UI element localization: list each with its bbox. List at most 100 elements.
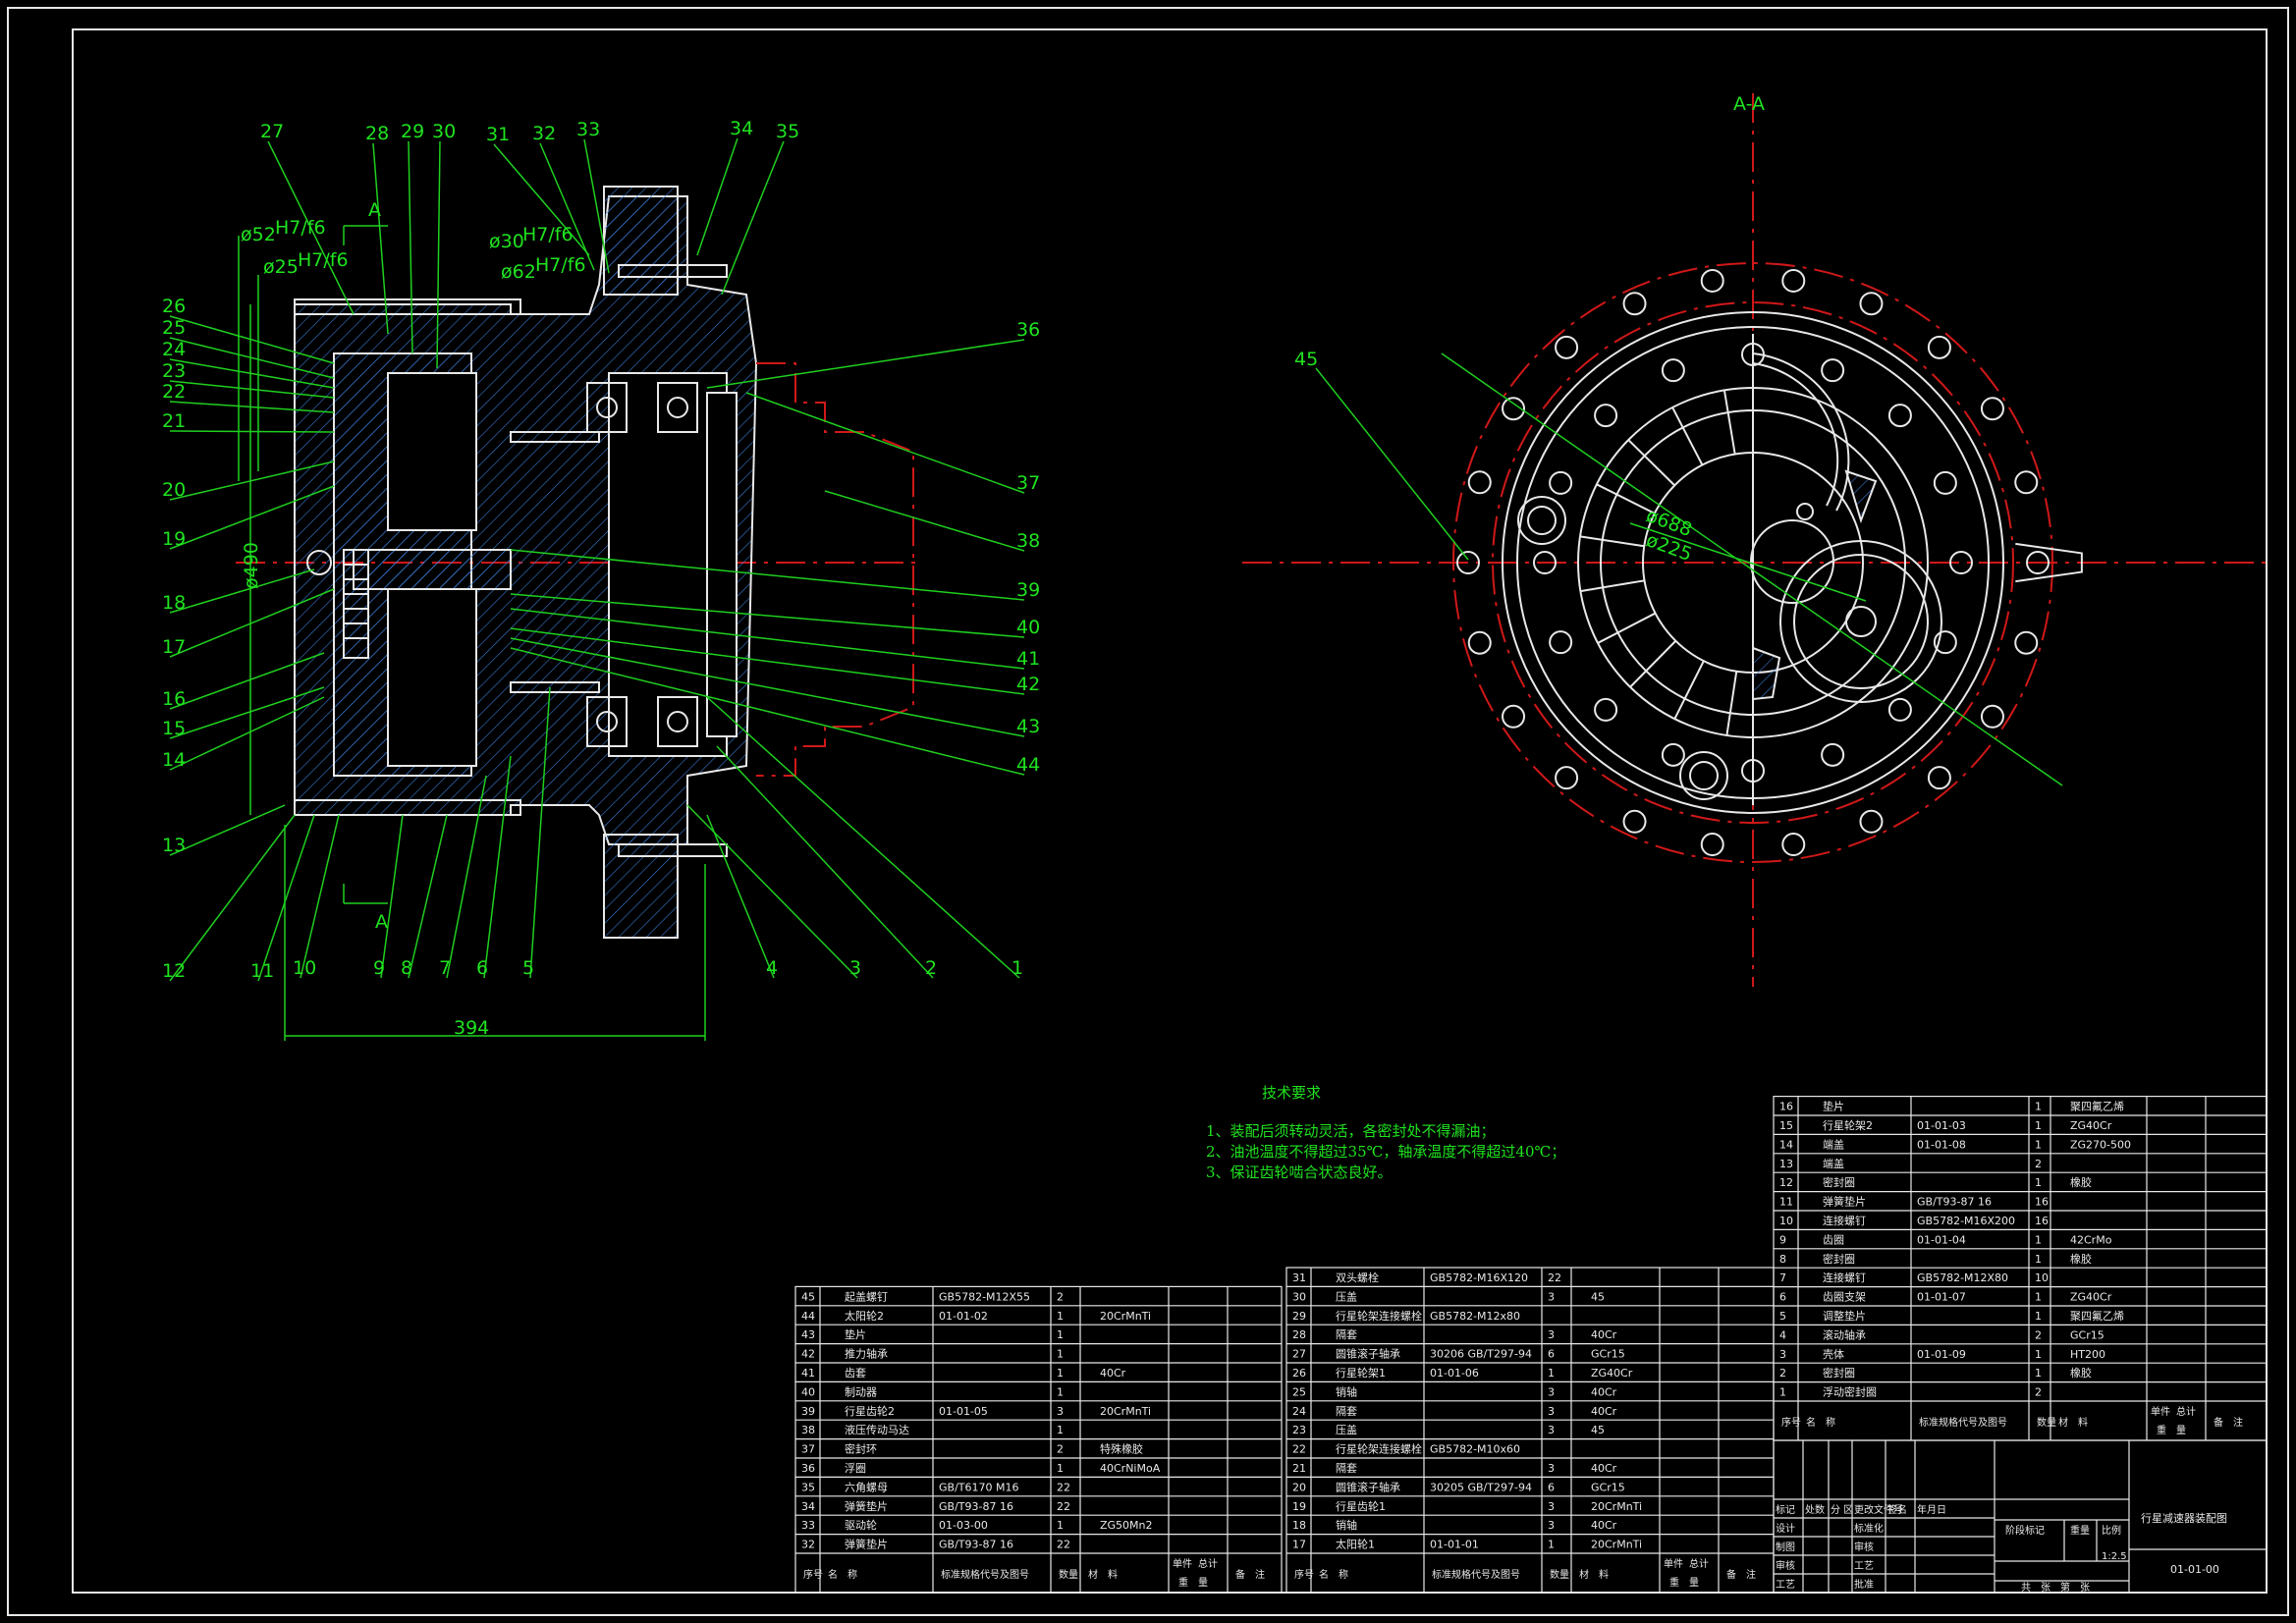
bom-cell: 1 [2035,1176,2042,1189]
bolt-hole [1781,268,1806,293]
svg-text:重 量: 重 量 [1669,1576,1699,1589]
bom-header: 材 料 [1088,1568,1118,1581]
bom-cell: 3 [1548,1500,1555,1513]
bom-cell: 太阳轮1 [1336,1538,1375,1551]
bolt-hole [1927,335,1951,359]
bom-cell: 3 [1057,1405,1064,1418]
callout-36: 36 [1016,319,1040,341]
bom-cell: 1 [1057,1424,1064,1436]
callout-8: 8 [401,957,412,979]
bom-cell: 21 [1292,1462,1306,1475]
outer-frame [7,7,2289,1616]
bom-cell: GB5782-M12x80 [1430,1310,1520,1323]
bom-header: 名 称 [828,1568,857,1581]
bom-cell: 6 [1548,1348,1555,1361]
bom-header: 名 称 [1806,1416,1835,1429]
bolt-hole [1859,292,1884,316]
svg-text:重 量: 重 量 [2157,1424,2186,1436]
bom-header: 标准规格代号及图号 [1432,1568,1520,1581]
bom-cell: 9 [1779,1233,1786,1246]
bom-cell: 连接螺钉 [1823,1271,1866,1284]
bom-cell: 16 [2035,1196,2049,1209]
bom-cell: 隔套 [1336,1405,1357,1418]
bom-cell: 1 [2035,1101,2042,1113]
bom-cell: 01-01-07 [1917,1291,1966,1304]
bom-cell: 33 [801,1519,815,1532]
bom-cell: 1 [2035,1367,2042,1380]
bom-cell: 01-01-01 [1430,1539,1479,1551]
section-mark-a-top: A [368,199,381,221]
section-mark-a-bottom: A [375,911,388,933]
callout-33: 33 [576,119,600,140]
callout-14: 14 [162,749,186,771]
bom-cell: 10 [1779,1215,1793,1227]
bom-cell: 3 [1548,1290,1555,1303]
callout-7: 7 [439,957,451,979]
dim-width-394: 394 [454,1017,489,1039]
bom-cell: 聚四氟乙烯 [2070,1101,2124,1113]
bom-cell: 20 [1292,1481,1306,1493]
bom-cell: GCr15 [1591,1481,1625,1493]
bom-cell: 3 [1779,1348,1786,1361]
bom-cell: GB/T6170 M16 [939,1481,1018,1493]
callout-5: 5 [522,957,534,979]
dim-d62-tol: H7/f6 [535,254,586,276]
bom-cell: 1 [1057,1310,1064,1323]
bom-cell: 35 [801,1481,815,1493]
bom-cell: 销轴 [1336,1384,1357,1398]
bom-header: 备 注 [2214,1416,2243,1429]
bolt-hole [1549,470,1573,495]
callout-29: 29 [401,121,424,142]
title-block-cell: 工艺 [1776,1579,1795,1591]
bom-cell: 六角螺母 [845,1481,888,1493]
bom-cell: 齿圈支架 [1823,1291,1866,1304]
dimension-labels: ø52 H7/f6 ø25 H7/f6 ø30 H7/f6 ø62 H7/f6 … [241,199,586,1039]
bom-cell: ZG40Cr [1591,1367,1633,1380]
bom-cell: 齿圈 [1823,1233,1844,1246]
bom-cell: 39 [801,1405,815,1418]
bom-header: 备 注 [1235,1568,1265,1581]
bom-cell: 45 [801,1290,815,1303]
bom-cell: 16 [2035,1215,2049,1227]
callout-30: 30 [432,121,456,142]
bolt-hole [1700,833,1724,857]
dim-d30-tol: H7/f6 [522,224,574,245]
callout-41: 41 [1016,648,1040,670]
title-block-cell: 制图 [1776,1541,1795,1553]
bom-cell: 橡胶 [2070,1252,2092,1266]
title-block-cell: 审核 [1776,1559,1795,1572]
callout-23: 23 [162,360,186,382]
callout-16: 16 [162,688,186,710]
section-aa-label: A-A [1733,93,1765,115]
callout-34: 34 [730,118,753,139]
bom-cell: 密封环 [845,1442,877,1456]
bom-cell: 制动器 [845,1385,877,1398]
bom-cell: 22 [1548,1271,1561,1284]
bom-cell: 滚动轴承 [1823,1327,1866,1341]
bom-cell: 浮动密封圈 [1823,1385,1877,1399]
bom-cell: 26 [1292,1367,1306,1380]
bolt-hole [1933,630,1957,655]
bom-cell: 2 [1057,1290,1064,1303]
bom-cell: 37 [801,1443,815,1456]
callout-28: 28 [365,123,389,144]
callout-25: 25 [162,317,186,339]
title-block-cell: 处数 [1805,1503,1825,1516]
bom-cell: 22 [1057,1500,1070,1513]
bom-cell: 15 [1779,1119,1793,1132]
bom-cell: 36 [801,1462,815,1475]
sprocket-labels: A-A ø688 ø225 45 [1294,93,1765,566]
bom-cell: 1 [2035,1291,2042,1304]
bom-cell: 1 [1057,1385,1064,1398]
bom-cell: 连接螺钉 [1823,1215,1866,1227]
callout-9: 9 [373,957,385,979]
sprocket-view [1242,93,2269,987]
bom-cell: 20CrMnTi [1100,1405,1151,1418]
callout-1: 1 [1011,957,1023,979]
bom-cell: 壳体 [1823,1347,1844,1361]
bom-cell: 38 [801,1424,815,1436]
bom-cell: 6 [1779,1291,1786,1304]
bom-cell: 压盖 [1336,1423,1357,1436]
bom-header: 数量 [2037,1416,2056,1429]
callout-12: 12 [162,960,186,982]
